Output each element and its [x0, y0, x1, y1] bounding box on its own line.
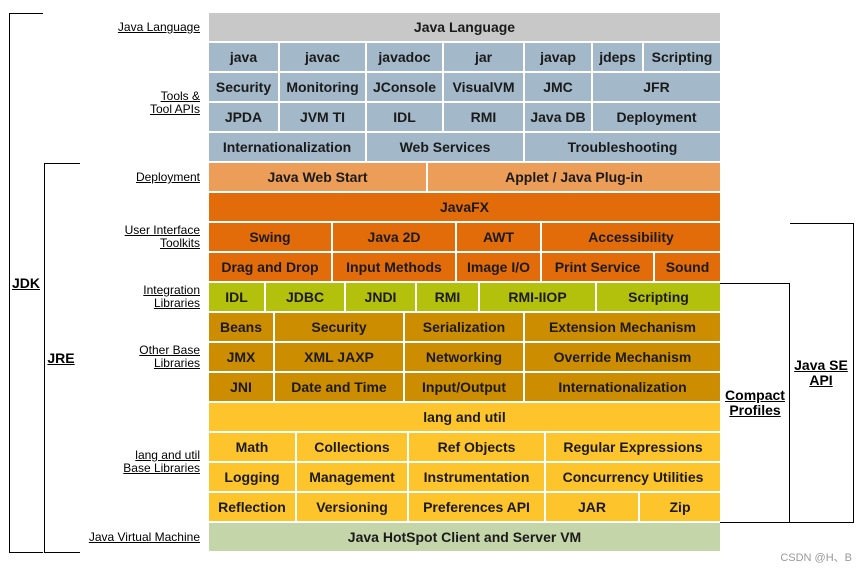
- box-other2-xml-jaxp[interactable]: XML JAXP: [275, 343, 403, 371]
- jre-bracket-top: [44, 163, 80, 164]
- box-tools4-troubleshooting[interactable]: Troubleshooting: [525, 133, 720, 161]
- box-integ-jndi[interactable]: JNDI: [346, 283, 415, 311]
- box-other1-serialization[interactable]: Serialization: [405, 313, 523, 341]
- box-ui1-awt[interactable]: AWT: [457, 223, 540, 251]
- box-other3-jni[interactable]: JNI: [209, 373, 273, 401]
- box-lang2-concurrency-utilities[interactable]: Concurrency Utilities: [546, 463, 720, 491]
- box-lang1-collections[interactable]: Collections: [297, 433, 407, 461]
- compact-bracket-top: [720, 283, 790, 284]
- javase-bracket-top: [790, 223, 854, 224]
- box-tools3-idl[interactable]: IDL: [367, 103, 442, 131]
- box-other2-networking[interactable]: Networking: [405, 343, 523, 371]
- box-tools1-jdeps[interactable]: jdeps: [593, 43, 642, 71]
- box-other2-jmx[interactable]: JMX: [209, 343, 273, 371]
- label-deployment[interactable]: Deployment: [135, 170, 200, 184]
- box-tools3-deployment[interactable]: Deployment: [593, 103, 720, 131]
- box-integ-jdbc[interactable]: JDBC: [266, 283, 344, 311]
- box-ui2-image-i-o[interactable]: Image I/O: [457, 253, 540, 281]
- box-integ-rmi[interactable]: RMI: [417, 283, 478, 311]
- box-tools3-jpda[interactable]: JPDA: [209, 103, 278, 131]
- box-ui1-accessibility[interactable]: Accessibility: [542, 223, 720, 251]
- box-tools1-javap[interactable]: javap: [525, 43, 591, 71]
- box-lang1-ref-objects[interactable]: Ref Objects: [409, 433, 544, 461]
- javase-bracket-vertical: [853, 223, 854, 523]
- javase-bracket-bottom: [790, 522, 854, 523]
- box-integ-rmi-iiop[interactable]: RMI-IIOP: [480, 283, 595, 311]
- box-tools2-monitoring[interactable]: Monitoring: [280, 73, 365, 101]
- box-other3-internationalization[interactable]: Internationalization: [525, 373, 720, 401]
- box-ui2-sound[interactable]: Sound: [655, 253, 720, 281]
- jdk-bracket-top: [9, 13, 43, 14]
- box-lang2-logging[interactable]: Logging: [209, 463, 295, 491]
- box-language-java-language[interactable]: Java Language: [209, 13, 720, 41]
- box-tools2-security[interactable]: Security: [209, 73, 278, 101]
- box-lang3-reflection[interactable]: Reflection: [209, 493, 295, 521]
- box-tools1-java[interactable]: java: [209, 43, 278, 71]
- box-tools2-visualvm[interactable]: VisualVM: [444, 73, 523, 101]
- box-tools4-internationalization[interactable]: Internationalization: [209, 133, 365, 161]
- box-ui1-swing[interactable]: Swing: [209, 223, 331, 251]
- box-deploy-java-web-start[interactable]: Java Web Start: [209, 163, 426, 191]
- box-other3-input-output[interactable]: Input/Output: [405, 373, 523, 401]
- box-tools3-jvm-ti[interactable]: JVM TI: [280, 103, 365, 131]
- box-lang1-regular-expressions[interactable]: Regular Expressions: [546, 433, 720, 461]
- box-jvm-java-hotspot-client-and-server-vm[interactable]: Java HotSpot Client and Server VM: [209, 523, 720, 551]
- box-tools1-scripting[interactable]: Scripting: [644, 43, 720, 71]
- box-tools2-jmc[interactable]: JMC: [525, 73, 591, 101]
- box-other2-override-mechanism[interactable]: Override Mechanism: [525, 343, 720, 371]
- jdk-label[interactable]: JDK: [11, 275, 41, 291]
- box-tools1-jar[interactable]: jar: [444, 43, 523, 71]
- label-java-virtual-machine[interactable]: Java Virtual Machine: [88, 530, 200, 544]
- watermark: CSDN @H、B: [780, 552, 852, 564]
- box-ui2-input-methods[interactable]: Input Methods: [333, 253, 455, 281]
- jre-bracket-bottom: [44, 552, 80, 553]
- box-javafx-javafx[interactable]: JavaFX: [209, 193, 720, 221]
- box-other1-extension-mechanism[interactable]: Extension Mechanism: [525, 313, 720, 341]
- compact-bracket-vertical: [789, 283, 790, 523]
- box-tools2-jfr[interactable]: JFR: [593, 73, 720, 101]
- box-tools4-web-services[interactable]: Web Services: [367, 133, 523, 161]
- jre-bracket-vertical: [44, 163, 45, 553]
- box-lang3-versioning[interactable]: Versioning: [297, 493, 407, 521]
- box-tools1-javac[interactable]: javac: [280, 43, 365, 71]
- box-lang3-jar[interactable]: JAR: [546, 493, 638, 521]
- box-integ-scripting[interactable]: Scripting: [597, 283, 720, 311]
- box-integ-idl[interactable]: IDL: [209, 283, 264, 311]
- box-lang0-lang-and-util[interactable]: lang and util: [209, 403, 720, 431]
- box-tools2-jconsole[interactable]: JConsole: [367, 73, 442, 101]
- box-ui2-print-service[interactable]: Print Service: [542, 253, 653, 281]
- box-lang2-management[interactable]: Management: [297, 463, 407, 491]
- jre-label[interactable]: JRE: [46, 350, 76, 366]
- box-lang2-instrumentation[interactable]: Instrumentation: [409, 463, 544, 491]
- box-tools1-javadoc[interactable]: javadoc: [367, 43, 442, 71]
- compact-bracket-bottom: [720, 522, 790, 523]
- box-lang3-preferences-api[interactable]: Preferences API: [409, 493, 544, 521]
- jdk-bracket-vertical: [9, 13, 10, 553]
- box-tools3-rmi[interactable]: RMI: [444, 103, 523, 131]
- box-ui1-java-2d[interactable]: Java 2D: [333, 223, 455, 251]
- label-tools-apis[interactable]: Tools &Tool APIs: [149, 89, 200, 116]
- label-java-language[interactable]: Java Language: [117, 20, 200, 34]
- box-other1-beans[interactable]: Beans: [209, 313, 273, 341]
- box-lang3-zip[interactable]: Zip: [640, 493, 720, 521]
- box-tools3-java-db[interactable]: Java DB: [525, 103, 591, 131]
- box-ui2-drag-and-drop[interactable]: Drag and Drop: [209, 253, 331, 281]
- box-deploy-applet-java-plug-in[interactable]: Applet / Java Plug-in: [428, 163, 720, 191]
- box-other1-security[interactable]: Security: [275, 313, 403, 341]
- box-other3-date-and-time[interactable]: Date and Time: [275, 373, 403, 401]
- box-lang1-math[interactable]: Math: [209, 433, 295, 461]
- jdk-bracket-bottom: [9, 552, 43, 553]
